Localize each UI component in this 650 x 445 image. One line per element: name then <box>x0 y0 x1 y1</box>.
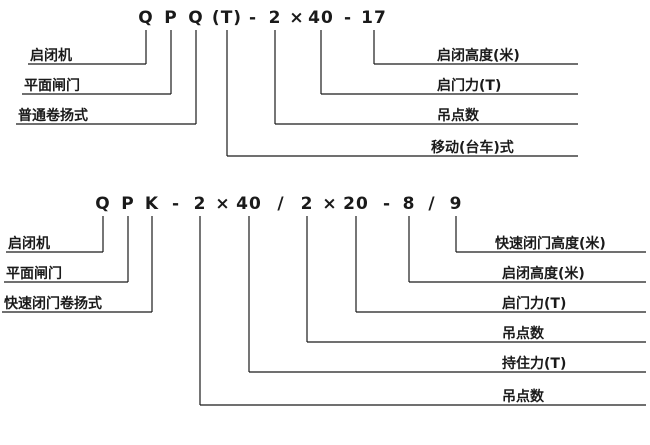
d1-code-2: 2 <box>268 8 282 28</box>
d2-label-lift-force: 启门力(T) <box>502 296 567 312</box>
d2-label-quick-close-type: 快速闭门卷扬式 <box>4 296 102 312</box>
d1-label-winch-type: 普通卷扬式 <box>18 108 88 124</box>
d2-code-times1: × <box>215 194 231 214</box>
d1-code-times: × <box>289 8 305 28</box>
d1-code-dash2: - <box>343 8 353 28</box>
d2-code-8: 8 <box>402 194 416 214</box>
d1-code-q1: Q <box>138 8 154 28</box>
d2-label-lift-points-2: 吊点数 <box>502 326 544 342</box>
d1-label-lift-force: 启门力(T) <box>437 78 502 94</box>
d2-label-lift-height: 启闭高度(米) <box>502 266 585 282</box>
d2-code-2a: 2 <box>193 194 207 214</box>
d2-code-2b: 2 <box>300 194 314 214</box>
d1-code-dash1: - <box>248 8 258 28</box>
d2-label-holding-force: 持住力(T) <box>502 356 567 372</box>
d1-code-q2: Q <box>188 8 204 28</box>
d1-label-lift-points: 吊点数 <box>437 108 479 124</box>
d1-code-p: P <box>164 8 178 28</box>
d2-code-slash1: / <box>277 194 285 214</box>
d2-label-quick-close-height: 快速闭门高度(米) <box>495 236 606 252</box>
d1-code-40: 40 <box>308 8 334 28</box>
d2-code-times2: × <box>322 194 338 214</box>
d2-code-k: K <box>144 194 160 214</box>
d2-code-p: P <box>121 194 135 214</box>
d1-label-lift-height: 启闭高度(米) <box>437 48 520 64</box>
d1-code-17: 17 <box>361 8 387 28</box>
d1-code-t: (T) <box>211 8 243 28</box>
d2-label-lift-points-1: 吊点数 <box>502 389 544 405</box>
d2-label-hoist: 启闭机 <box>8 236 50 252</box>
d2-code-q: Q <box>95 194 111 214</box>
d1-label-hoist: 启闭机 <box>30 48 72 64</box>
d2-code-slash2: / <box>428 194 436 214</box>
d1-label-trolley-type: 移动(台车)式 <box>431 140 514 156</box>
d1-label-plane-gate: 平面闸门 <box>24 78 80 94</box>
d2-code-dash1: - <box>171 194 181 214</box>
d2-code-40: 40 <box>236 194 262 214</box>
d2-code-9: 9 <box>449 194 463 214</box>
d2-label-plane-gate: 平面闸门 <box>6 266 62 282</box>
d2-code-dash2: - <box>382 194 392 214</box>
d2-code-20: 20 <box>343 194 369 214</box>
